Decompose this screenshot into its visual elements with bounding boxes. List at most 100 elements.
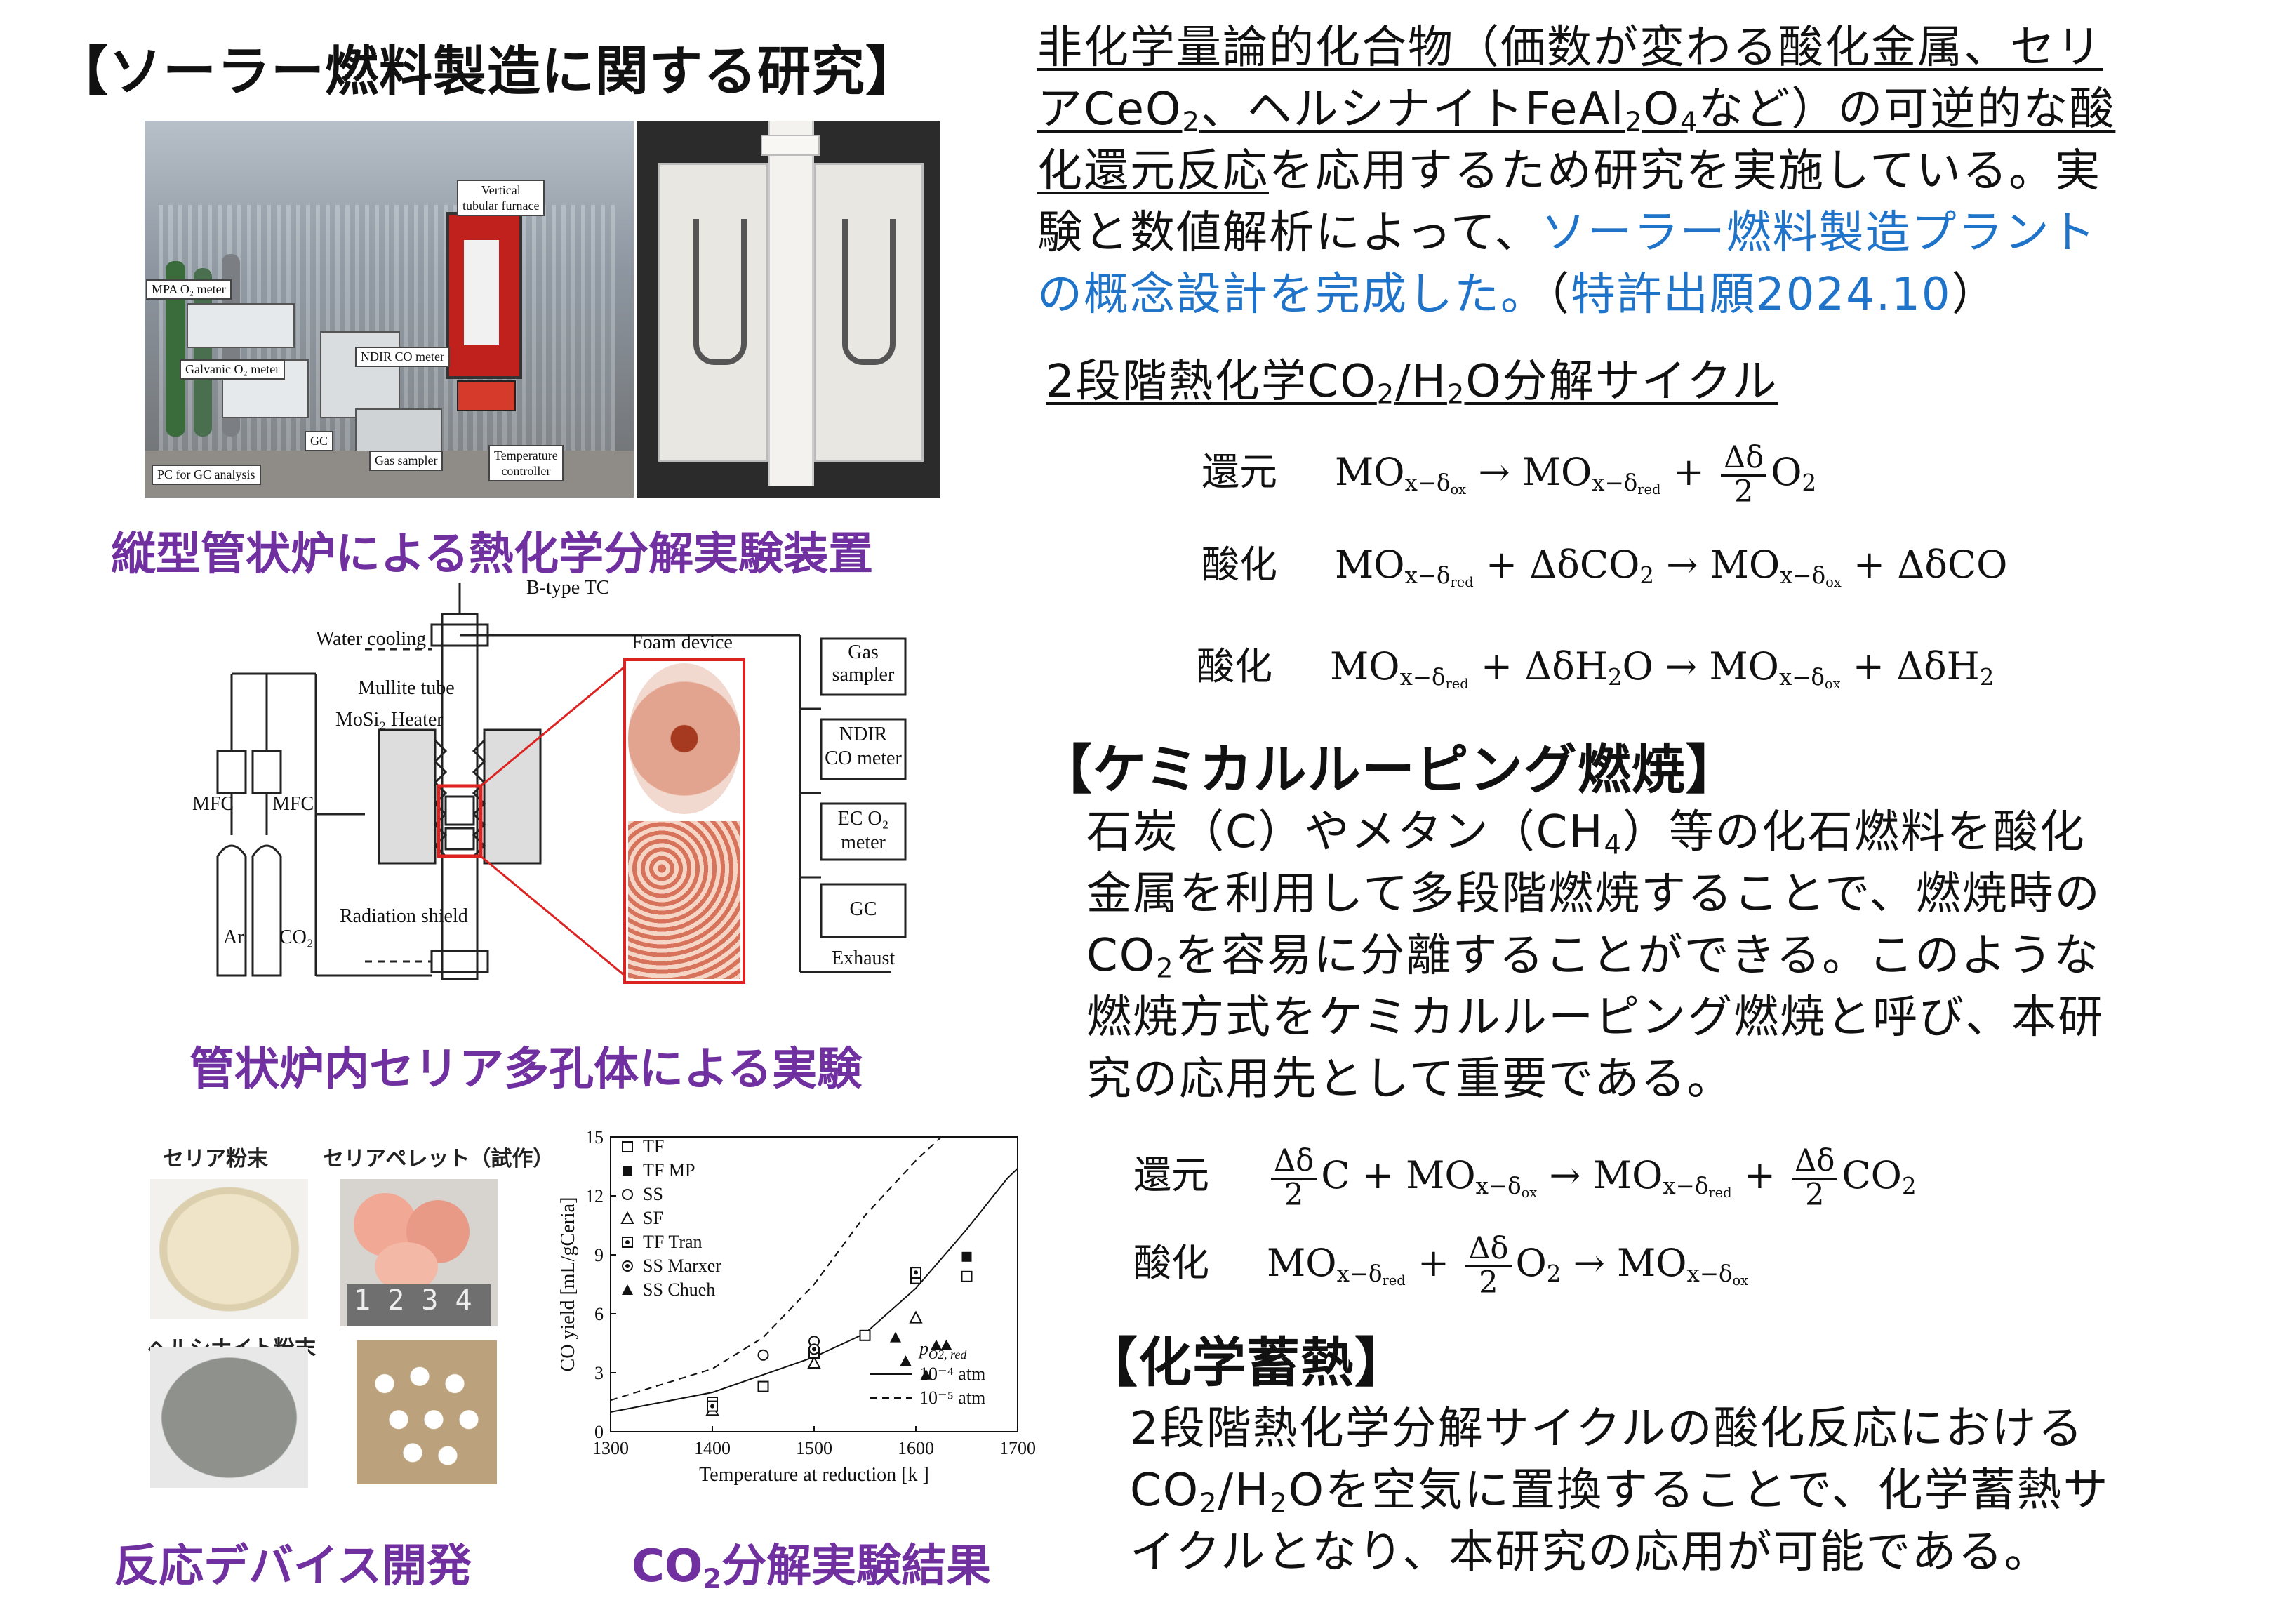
label-water-cooling: Water cooling bbox=[316, 628, 427, 650]
x-tick-label: 1600 bbox=[898, 1438, 934, 1458]
intro-line-4: 験と数値解析によって、ソーラー燃料製造プラント bbox=[1037, 207, 2097, 259]
section-title-solar-fuel: 【ソーラー燃料製造に関する研究】 bbox=[55, 40, 919, 102]
label-heater: MoSi₂ Heater bbox=[335, 709, 444, 731]
ceria-powder-photo bbox=[150, 1179, 308, 1319]
foam-device-side-photo bbox=[628, 821, 740, 979]
legend-marker-ss bbox=[622, 1189, 633, 1200]
legend-label-tf: TF bbox=[643, 1136, 664, 1157]
legend-label-ss-marxer: SS Marxer bbox=[643, 1256, 721, 1276]
ceria-pellet-photo: 1 2 3 4 bbox=[340, 1179, 498, 1326]
curve-legend-title: pO2, red bbox=[918, 1338, 967, 1362]
point-ss-chueh bbox=[900, 1355, 912, 1366]
y-tick-label: 12 bbox=[585, 1186, 604, 1206]
label-foam-device: Foam device bbox=[632, 632, 733, 653]
legend-label-ss-chueh: SS Chueh bbox=[643, 1279, 715, 1300]
y-tick-label: 9 bbox=[594, 1245, 604, 1265]
y-axis-label: CO yield [mL/gCeria] bbox=[557, 1197, 579, 1372]
clc-paragraph: 石炭（C）やメタン（CH4）等の化石燃料を酸化 金属を利用して多段階燃焼すること… bbox=[1086, 806, 2105, 1105]
label-exhaust: Exhaust bbox=[832, 947, 896, 969]
legend-label-tf-mp: TF MP bbox=[643, 1160, 695, 1180]
intro-line-2: アCeO2、ヘルシナイトFeAl2O4など）の可逆的な酸 bbox=[1037, 84, 2116, 138]
point-ss-marxer-dot bbox=[812, 1347, 816, 1352]
legend-label-ss: SS bbox=[643, 1184, 663, 1204]
point-ss-chueh bbox=[920, 1369, 932, 1380]
legend-label-sf: SF bbox=[643, 1208, 663, 1228]
legend-label-tf-tran: TF Tran bbox=[643, 1232, 703, 1252]
label-pc-gc: PC for GC analysis bbox=[152, 465, 261, 485]
curve-legend-label-dashed: 10⁻⁵ atm bbox=[919, 1387, 985, 1408]
point-ss-chueh bbox=[890, 1331, 901, 1343]
ruler-label: 1 2 3 4 bbox=[354, 1284, 472, 1317]
point-tf bbox=[757, 1380, 769, 1392]
label-co2: CO₂ bbox=[279, 926, 314, 948]
point-tf bbox=[961, 1270, 973, 1282]
label-galvanic-o2: Galvanic O₂ meter bbox=[180, 359, 286, 380]
curve-solid bbox=[610, 1168, 1018, 1413]
x-tick-label: 1400 bbox=[694, 1438, 731, 1458]
y-tick-label: 6 bbox=[594, 1304, 604, 1324]
x-tick-label: 1700 bbox=[999, 1438, 1036, 1458]
point-sf bbox=[807, 1355, 821, 1369]
point-ss bbox=[757, 1349, 769, 1361]
curve-legend-label-solid: 10⁻⁴ atm bbox=[919, 1364, 985, 1384]
y-tick-label: 15 bbox=[585, 1127, 604, 1147]
point-tf bbox=[859, 1329, 871, 1341]
caption-ceria-porous: 管状炉内セリア多孔体による実験 bbox=[189, 1044, 863, 1096]
legend-marker-sf bbox=[620, 1211, 634, 1224]
intro-paragraph: 非化学量論的化合物（価数が変わる酸化金属、セリ アCeO2、ヘルシナイトFeAl… bbox=[1037, 17, 2272, 326]
legend-marker-tf-tran-dot bbox=[625, 1240, 630, 1244]
legend-marker-ss-marxer-dot bbox=[625, 1264, 630, 1268]
section-title-thermal-storage: 【化学蓄熱】 bbox=[1084, 1331, 1409, 1394]
furnace-interior-photo bbox=[637, 121, 940, 498]
label-btype-tc: B-type TC bbox=[526, 577, 610, 599]
label-gc: GC bbox=[305, 431, 334, 451]
point-tf-tran-dot bbox=[710, 1404, 714, 1409]
label-ar: Ar bbox=[223, 926, 244, 948]
legend-marker-tf bbox=[622, 1141, 633, 1152]
x-tick-label: 1500 bbox=[796, 1438, 832, 1458]
cycle-title: 2段階熱化学CO2/H2O分解サイクル bbox=[1046, 356, 1778, 411]
thermal-storage-paragraph: 2段階熱化学分解サイクルの酸化反応における CO2/H2Oを空気に置換することで… bbox=[1130, 1403, 2110, 1578]
caption-co2-results: CO2分解実験結果 bbox=[632, 1540, 992, 1595]
curve-dashed bbox=[610, 1136, 942, 1402]
label-ceria-pellet: セリアペレット（試作） bbox=[323, 1147, 554, 1171]
section-title-clc: 【ケミカルルーピング燃焼】 bbox=[1039, 738, 1740, 801]
legend-marker-tf-mp bbox=[623, 1166, 632, 1176]
intro-line-3: 化還元反応を応用するため研究を実施している。実 bbox=[1037, 145, 2102, 197]
schematic-lines bbox=[216, 583, 907, 984]
point-sf bbox=[909, 1310, 923, 1324]
label-ceria-powder: セリア粉末 bbox=[163, 1147, 268, 1171]
hercynite-powder-photo bbox=[150, 1347, 308, 1488]
label-gas-sampler: Gas sampler bbox=[369, 451, 444, 471]
label-mpa-o2: MPA O₂ meter bbox=[146, 279, 232, 300]
y-tick-label: 3 bbox=[594, 1363, 604, 1383]
legend-marker-ss-chueh bbox=[622, 1284, 633, 1295]
label-mfc-co2: MFC bbox=[272, 793, 314, 815]
point-ss-chueh bbox=[931, 1339, 942, 1350]
point-ss-chueh bbox=[940, 1339, 952, 1350]
furnace-schematic: B-type TC Water cooling Mullite tube MoS… bbox=[189, 577, 954, 997]
caption-vertical-furnace: 縦型管状炉による熱化学分解実験装置 bbox=[111, 528, 874, 580]
label-ndir-co: NDIR CO meter bbox=[355, 347, 450, 367]
intro-line-5: の概念設計を完成した。（特許出願2024.10） bbox=[1037, 269, 1998, 321]
caption-reaction-device: 反応デバイス開発 bbox=[114, 1540, 472, 1592]
x-axis-label: Temperature at reduction [k ] bbox=[699, 1464, 929, 1486]
label-radiation-shield: Radiation shield bbox=[340, 905, 468, 927]
label-gc-box: GC bbox=[849, 898, 877, 920]
label-mfc-ar: MFC bbox=[192, 793, 234, 815]
point-tf-tran-dot bbox=[914, 1270, 918, 1275]
point-tf-mp bbox=[961, 1251, 972, 1262]
x-tick-label: 1300 bbox=[592, 1438, 629, 1458]
intro-line-1: 非化学量論的化合物（価数が変わる酸化金属、セリ bbox=[1037, 22, 2103, 74]
hercynite-pellet-photo bbox=[357, 1340, 497, 1484]
